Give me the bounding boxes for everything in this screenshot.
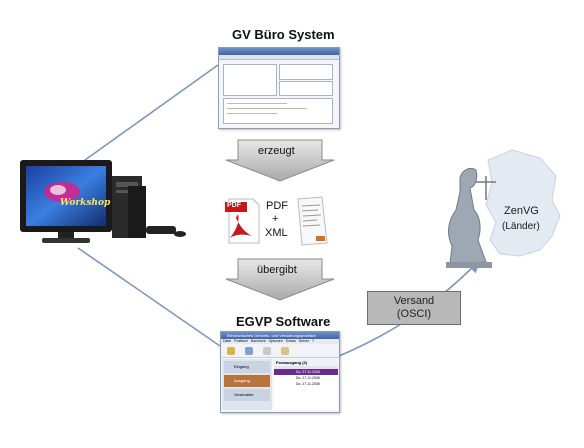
gv-system-title: GV Büro System [232, 27, 335, 42]
egvp-sidebar-item-eingang: Eingang [224, 361, 270, 373]
table-row: Do, 27.11.2008 [296, 382, 320, 386]
docs-label-plus: + [272, 213, 279, 225]
xml-file-icon [297, 196, 328, 246]
egvp-menu-item: Server [298, 339, 310, 343]
zenvg-title: ZenVG [504, 205, 539, 217]
egvp-menu-item: Postfach [234, 339, 248, 343]
egvp-menu-item: ? [312, 339, 314, 343]
docs-label-pdf: PDF [266, 200, 288, 212]
arrow-erzeugt [225, 139, 335, 182]
egvp-folder-header: Postausgang (3) [274, 359, 338, 366]
arrow-uebergibt [225, 258, 335, 301]
versand-box: Versand (OSCI) [367, 291, 461, 325]
versand-protocol: (OSCI) [396, 308, 432, 320]
egvp-menu-item: Datei [223, 339, 232, 343]
egvp-message-list: Postausgang (3) Do, 27.11.2008 Do, 27.11… [274, 359, 338, 410]
table-row: Do, 27.11.2008 [274, 369, 338, 375]
egvp-window-title: Elektronisches Gerichts- und Verwaltungs… [221, 332, 339, 339]
zenvg-subtitle: (Länder) [502, 221, 540, 232]
pdf-badge: PDF [227, 202, 241, 209]
egvp-screenshot: Elektronisches Gerichts- und Verwaltungs… [220, 331, 340, 413]
egvp-sidebar-item-ausgang: Ausgang [224, 375, 270, 387]
egvp-menu: Datei Postfach Nachricht Optionen Extras… [221, 339, 339, 344]
connector-to-egvp [77, 247, 221, 347]
computer-icon [20, 160, 186, 243]
pdf-file-icon [225, 198, 260, 244]
justitia-icon [446, 149, 561, 268]
table-row: Do, 27.11.2008 [296, 376, 320, 380]
egvp-menu-item: Optionen [268, 339, 283, 343]
egvp-menu-item: Nachricht [250, 339, 266, 343]
computer-logo-text: Workshop [60, 198, 111, 208]
egvp-menu-item: Extras [285, 339, 296, 343]
egvp-toolbar [221, 344, 339, 358]
versand-label: Versand [393, 295, 435, 307]
egvp-sidebar-item-gesendete: Gesendete [224, 389, 270, 401]
arrow-uebergibt-label: übergibt [257, 264, 297, 276]
docs-label-xml: XML [265, 227, 288, 239]
egvp-sidebar: Eingang Ausgang Gesendete [222, 359, 272, 410]
gv-system-screenshot [218, 47, 340, 129]
arrow-erzeugt-label: erzeugt [258, 145, 295, 157]
connector-to-gv [77, 64, 219, 166]
egvp-title: EGVP Software [236, 314, 331, 329]
